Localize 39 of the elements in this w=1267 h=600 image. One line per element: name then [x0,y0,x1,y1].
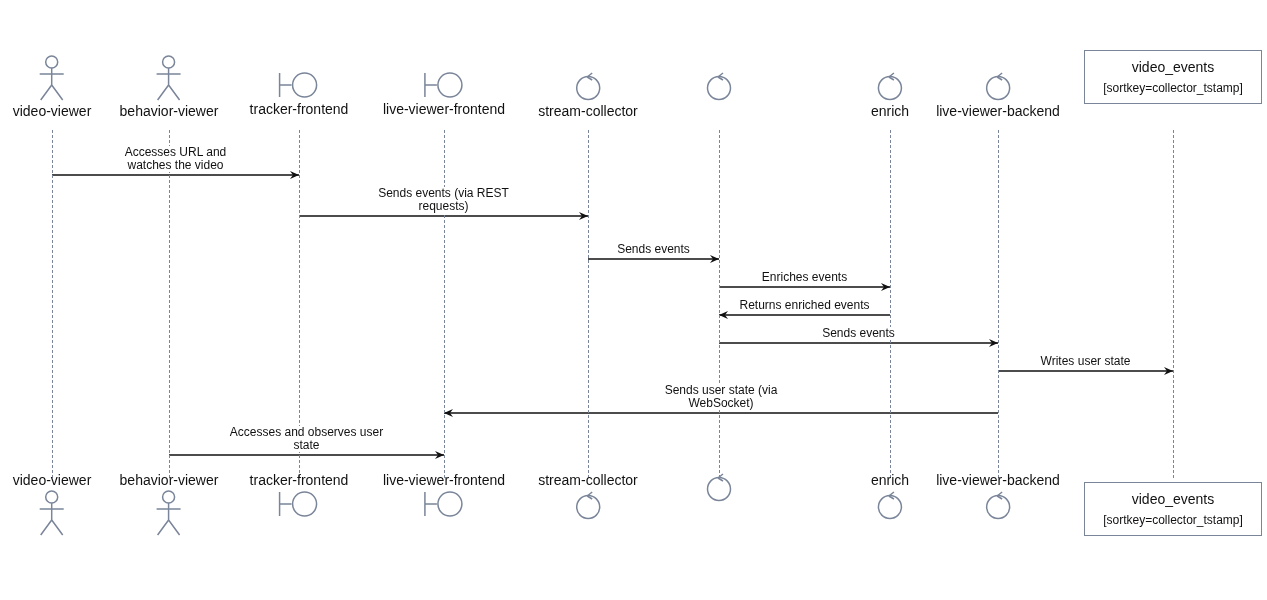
message-arrow [168,451,445,459]
participant-name: live-viewer-backend [936,103,1060,119]
message-arrow [718,311,891,319]
participant-name: video_events [1131,491,1215,507]
message-arrow [587,255,720,263]
edge-label: Writes user state [1038,355,1133,368]
lifeline [588,130,589,478]
participant-name: live-viewer-frontend [382,472,506,488]
participant-note: [sortkey=collector_tstamp] [1103,81,1243,95]
participant-name: enrich [870,472,910,488]
message-arrow [718,283,891,291]
message-arrow [718,339,999,347]
participant-name: behavior-viewer [119,472,219,488]
message-arrow [443,409,999,417]
participant-name: behavior-viewer [119,103,219,119]
participant-name: live-viewer-backend [936,472,1060,488]
edge-label: Sends events [820,327,897,340]
participant-name: live-viewer-frontend [382,101,506,117]
message-arrow [298,212,589,220]
database-participant [1084,482,1262,536]
participant-name: enrich [870,103,910,119]
participant-name: stream-collector [538,472,638,488]
participant-name: tracker-frontend [249,101,349,117]
participant-name: video-viewer [12,472,92,488]
edge-label: Sends events [615,243,692,256]
participant-name: stream-collector [538,103,638,119]
lifeline [998,130,999,478]
message-arrow [997,367,1174,375]
lifeline [890,130,891,478]
lifeline [1173,130,1174,478]
participant-note: [sortkey=collector_tstamp] [1103,513,1243,527]
participant-name: tracker-frontend [249,472,349,488]
edge-label: Enriches events [759,271,850,284]
message-arrow [51,171,300,179]
participant-name: video_events [1131,59,1215,75]
participant-name: video-viewer [12,103,92,119]
edge-label: Returns enriched events [737,299,872,312]
lifeline [52,130,53,478]
database-participant [1084,50,1262,104]
